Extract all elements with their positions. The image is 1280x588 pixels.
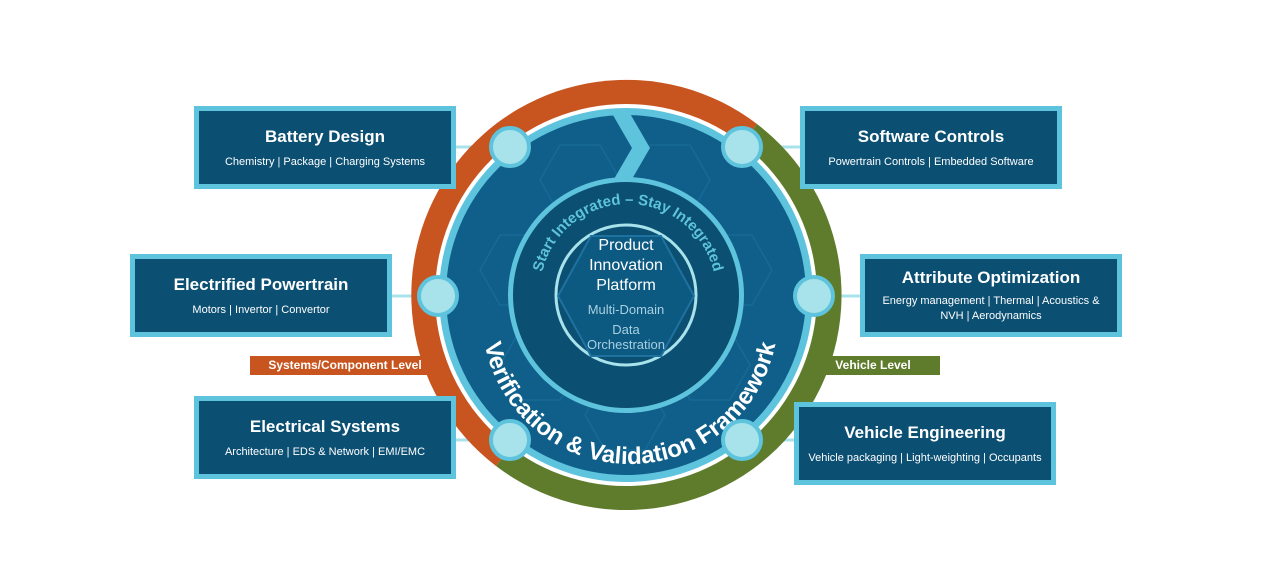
systems-level-tag: Systems/Component Level (268, 358, 422, 372)
node-battery-design (489, 126, 531, 168)
node-electrified-powertrain (417, 275, 459, 317)
battery-design-box: Battery Design Chemistry | Package | Cha… (194, 106, 456, 189)
electrical-systems-subtitle: Architecture | EDS & Network | EMI/EMC (224, 445, 426, 458)
electrical-systems-box: Electrical Systems Architecture | EDS & … (194, 396, 456, 479)
center-line-1: Product (598, 237, 654, 254)
electrified-powertrain-subtitle: Motors | Invertor | Convertor (192, 303, 330, 316)
attribute-optimization-box: Attribute Optimization Energy management… (860, 254, 1122, 337)
attribute-optimization-subtitle: Energy management | Thermal | Acoustics … (882, 295, 1100, 322)
vehicle-engineering-title: Vehicle Engineering (844, 422, 1006, 442)
systems-level-tag-bg (250, 356, 450, 375)
electrical-systems-title: Electrical Systems (249, 416, 401, 436)
core-ring (554, 223, 698, 367)
node-software-controls (721, 126, 763, 168)
electrified-powertrain-title: Electrified Powertrain (173, 274, 349, 294)
center-line-4: Multi-Domain (588, 302, 665, 317)
attribute-optimization-title: Attribute Optimization (901, 268, 1081, 287)
software-controls-box: Software Controls Powertrain Controls | … (800, 106, 1062, 189)
center-line-6: Orchestration (587, 337, 665, 352)
vehicle-engineering-subtitle: Vehicle packaging | Light-weighting | Oc… (808, 451, 1042, 464)
node-electrical-systems (489, 419, 531, 461)
vehicle-level-tag: Vehicle Level (835, 358, 911, 372)
center-line-3: Platform (596, 277, 656, 294)
chevron-icon (610, 110, 650, 186)
center-line-5: Data (612, 322, 640, 337)
center-line-2: Innovation (589, 257, 663, 274)
node-vehicle-engineering (721, 419, 763, 461)
software-controls-subtitle: Powertrain Controls | Embedded Software (828, 155, 1034, 168)
node-attribute-optimization (793, 275, 835, 317)
core-hexagon (556, 235, 696, 357)
ring-nodes (417, 126, 835, 461)
battery-design-title: Battery Design (265, 126, 385, 146)
software-controls-title: Software Controls (857, 126, 1005, 146)
vehicle-engineering-box: Vehicle Engineering Vehicle packaging | … (794, 402, 1056, 485)
vehicle-level-tag-bg (806, 356, 940, 375)
electrified-powertrain-box: Electrified Powertrain Motors | Invertor… (130, 254, 392, 337)
battery-design-subtitle: Chemistry | Package | Charging Systems (224, 155, 426, 168)
